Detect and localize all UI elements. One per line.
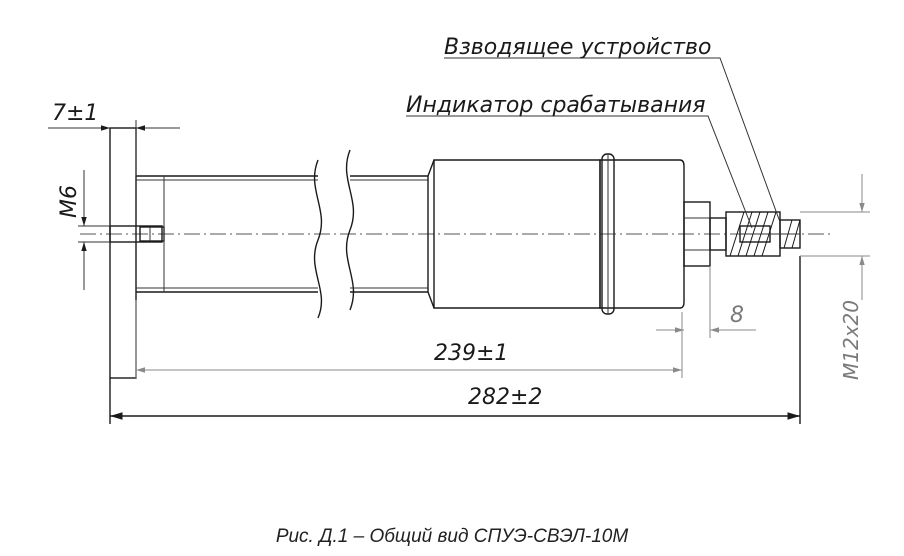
dim-label-m12: M12x20	[839, 300, 863, 380]
main-tube	[136, 149, 428, 319]
dim-label-7: 7±1	[52, 101, 98, 126]
left-flange	[109, 127, 137, 379]
dim-m6	[78, 170, 110, 290]
dim-label-282: 282±2	[468, 385, 542, 410]
dim-label-8: 8	[730, 303, 744, 328]
dim-label-m6: М6	[57, 185, 82, 218]
dim-282	[109, 256, 801, 424]
body-transition	[427, 159, 435, 309]
label-arming-device: Взводящее устройство	[444, 35, 711, 60]
leader-lines	[406, 57, 781, 229]
figure-caption: Рис. Д.1 – Общий вид СПУЭ-СВЭЛ-10М	[275, 526, 629, 547]
dim-239	[135, 300, 683, 378]
dim-m12	[800, 174, 870, 300]
label-trigger-indicator: Индикатор срабатывания	[406, 93, 706, 118]
left-stud	[109, 225, 165, 243]
dim-label-239: 239±1	[434, 341, 508, 366]
dim-7	[48, 120, 180, 176]
arming-device-section	[725, 211, 801, 257]
dim-8	[656, 266, 756, 338]
main-body	[433, 153, 685, 315]
